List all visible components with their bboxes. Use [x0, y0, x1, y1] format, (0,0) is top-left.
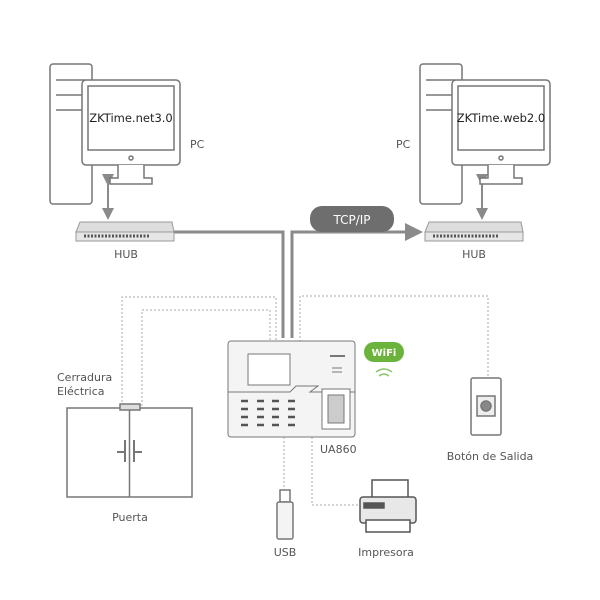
- hub-right-label: HUB: [462, 248, 486, 261]
- door-icon: [66, 403, 193, 498]
- svg-text:WiFi: WiFi: [372, 348, 397, 359]
- printer-label: Impresora: [358, 546, 414, 559]
- usb-icon: [276, 489, 294, 540]
- device-label: UA860: [320, 443, 357, 456]
- pc-left: ZKTime.net3.0: [49, 63, 181, 205]
- exit-button-icon: [470, 377, 502, 436]
- pc-right-label: PC: [396, 138, 411, 151]
- usb-label: USB: [274, 546, 297, 559]
- hub-right-icon: [424, 221, 524, 242]
- wifi-icon: WiFi: [364, 342, 404, 377]
- electric-lock-icon: [119, 403, 141, 411]
- screen-text: ZKTime.web2.0: [457, 111, 545, 125]
- door-label: Puerta: [112, 511, 148, 524]
- hub-left-label: HUB: [114, 248, 138, 261]
- lock-label-line2: Eléctrica: [57, 385, 105, 398]
- tcp-ip-badge: TCP/IP: [310, 206, 394, 232]
- screen-text: ZKTime.net3.0: [89, 111, 173, 125]
- svg-text:TCP/IP: TCP/IP: [332, 213, 370, 227]
- ua860-device: [227, 340, 356, 438]
- lock-label-line1: Cerradura: [57, 371, 112, 384]
- printer-icon: [359, 479, 417, 533]
- pc-left-label: PC: [190, 138, 205, 151]
- network-lines: [102, 174, 488, 338]
- exit-button-label: Botón de Salida: [447, 450, 534, 463]
- hub-left-icon: [75, 221, 175, 242]
- pc-right: ZKTime.web2.0: [419, 63, 551, 205]
- dotted-wiring: [121, 295, 489, 506]
